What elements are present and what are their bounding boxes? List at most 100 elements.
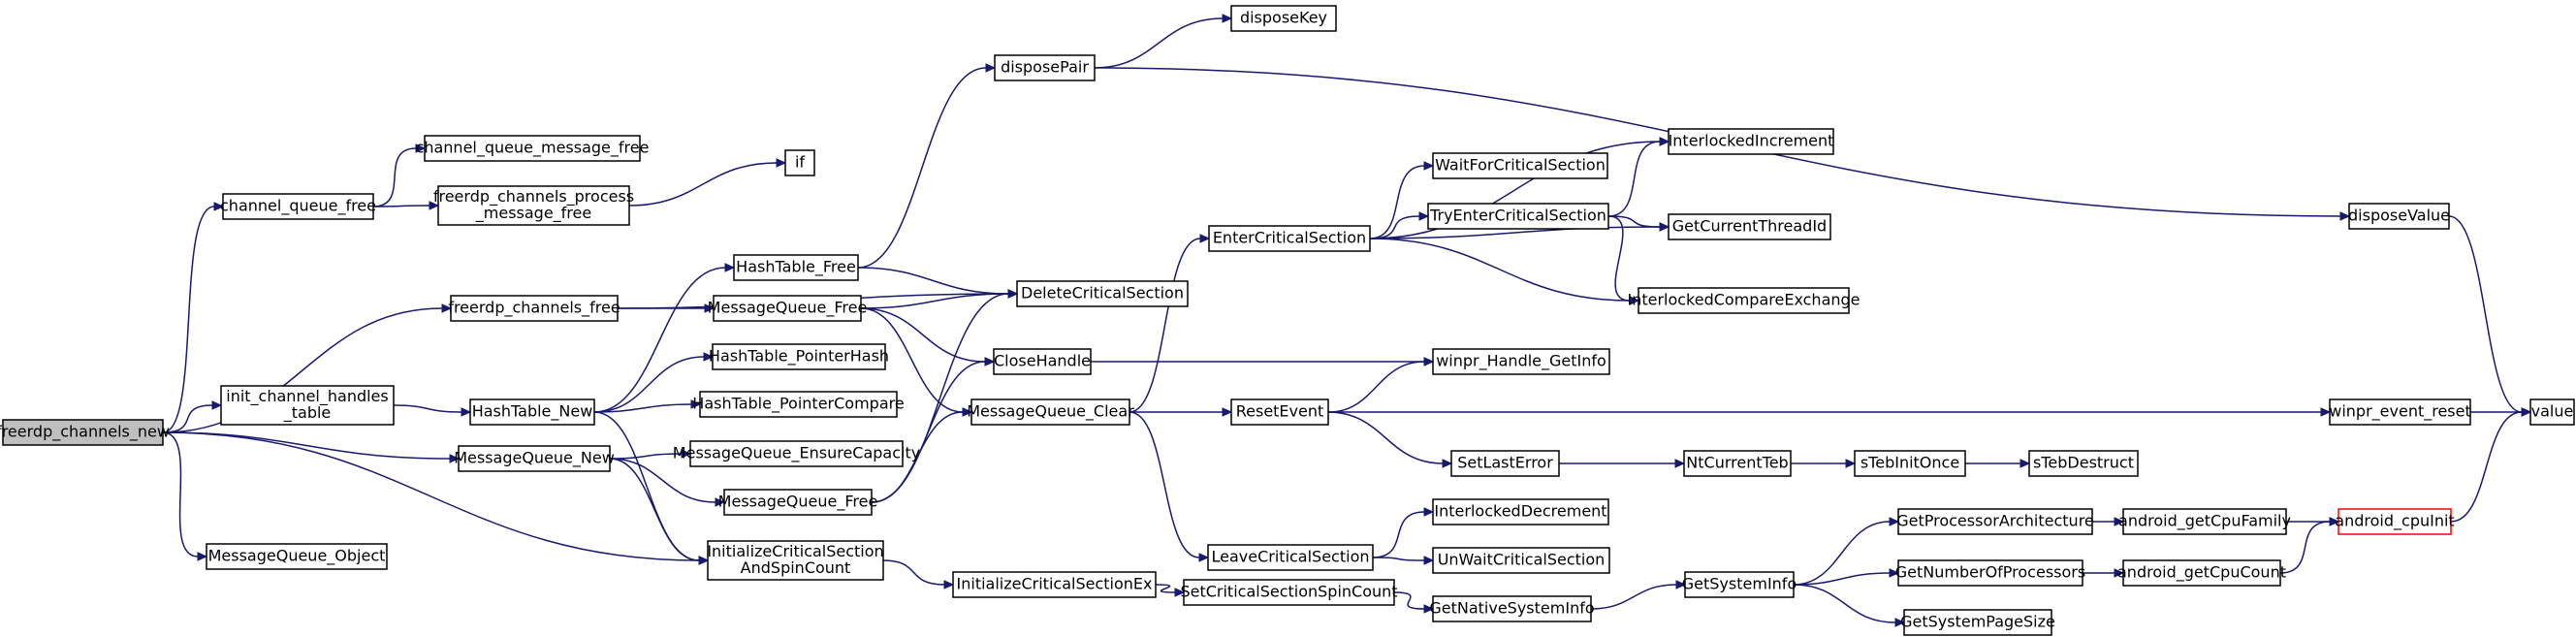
edge-entercriticalsection-to-interlockedcompareexchange (1369, 238, 1640, 305)
node-getsysteminfo[interactable]: GetSystemInfo (1682, 571, 1797, 598)
node-messagequeue-free-b[interactable]: MessageQueue_Free (718, 489, 878, 516)
node-label: AndSpinCount (741, 558, 851, 577)
node-if[interactable]: if (784, 149, 815, 176)
node-interlockedcompareexchange[interactable]: InterlockedCompareExchange (1627, 287, 1860, 314)
node-label: value (2531, 402, 2574, 421)
node-channel-queue-free[interactable]: channel_queue_free (220, 193, 376, 220)
edge-messagequeue-clear-to-resetevent (1129, 407, 1233, 417)
node-resetevent[interactable]: ResetEvent (1230, 398, 1329, 426)
node-box (784, 149, 815, 176)
node-hashtable-new[interactable]: HashTable_New (469, 398, 595, 426)
node-channel-queue-message-free[interactable]: channel_queue_message_free (416, 135, 650, 162)
node-box (712, 343, 886, 370)
edge-hashtable-new-to-hashtable-pointercompare (593, 399, 702, 413)
node-freerdp-channels-process-message-free[interactable]: freerdp_channels_process_message_free (433, 185, 634, 226)
edge-setcriticalsectionspincount-to-getnativesysteminfo (1393, 591, 1435, 614)
edge-getsysteminfo-to-getnumberofprocessors (1793, 568, 1900, 586)
edge-messagequeue-free-b-to-messagequeue-clear (871, 407, 973, 503)
node-freerdp-channels-new[interactable]: freerdp_channels_new (0, 419, 170, 446)
node-android-getcpufamily[interactable]: android_getCpuFamily (2118, 508, 2291, 535)
node-waitforcriticalsection[interactable]: WaitForCriticalSection (1432, 152, 1608, 179)
node-box (1450, 450, 1560, 477)
node-disposekey[interactable]: disposeKey (1230, 5, 1337, 32)
node-deletecriticalsection[interactable]: DeleteCriticalSection (1016, 280, 1189, 307)
node-hashtable-pointercompare[interactable]: HashTable_PointerCompare (692, 391, 905, 418)
node-box (1207, 544, 1374, 571)
node-label: NtCurrentTeb (1686, 454, 1788, 472)
node-disposepair[interactable]: disposePair (994, 54, 1096, 81)
node-box (2348, 203, 2450, 230)
node-stebdestruct[interactable]: sTebDestruct (2028, 450, 2139, 477)
node-box (733, 254, 859, 281)
node-messagequeue-ensurecapacity[interactable]: MessageQueue_EnsureCapacity (673, 440, 920, 467)
node-getcurrentthreadid[interactable]: GetCurrentThreadId (1668, 213, 1831, 240)
edge-getsysteminfo-to-getsystempagesize (1793, 584, 1906, 627)
node-label: GetSystemPageSize (1900, 613, 2055, 631)
node-box (222, 193, 374, 220)
edge-hashtable-new-to-hashtable-pointerhash (593, 352, 715, 413)
node-label: GetCurrentThreadId (1672, 217, 1827, 236)
node-label: HashTable_Free (736, 258, 856, 277)
edge-getnativesysteminfo-to-getsysteminfo (1590, 580, 1687, 610)
node-label: freerdp_channels_free (448, 299, 620, 318)
node-label: _message_free (475, 204, 591, 223)
node-messagequeue-clear[interactable]: MessageQueue_Clear (967, 398, 1134, 426)
node-init-channel-handles-table[interactable]: init_channel_handles_table (220, 385, 395, 426)
node-interlockedincrement[interactable]: InterlockedIncrement (1668, 128, 1834, 155)
node-messagequeue-new[interactable]: MessageQueue_New (454, 445, 615, 472)
node-disposevalue[interactable]: disposeValue (2348, 203, 2450, 230)
node-label: android_cpuInit (2335, 512, 2454, 531)
node-label: winpr_Handle_GetInfo (1436, 352, 1606, 371)
node-setlasterror[interactable]: SetLastError (1450, 450, 1560, 477)
node-ntcurrentteb[interactable]: NtCurrentTeb (1683, 450, 1792, 477)
node-label: if (795, 153, 805, 172)
node-initializecriticalsectionex[interactable]: InitializeCriticalSectionEx (952, 571, 1157, 598)
node-label: disposeKey (1240, 9, 1327, 27)
node-box (1432, 595, 1592, 622)
node-label: MessageQueue_EnsureCapacity (673, 444, 920, 463)
node-interlockeddecrement[interactable]: InterlockedDecrement (1432, 498, 1609, 526)
node-label: disposeValue (2348, 207, 2450, 225)
node-label: freerdp_channels_process (433, 187, 634, 207)
node-box (450, 295, 619, 322)
node-messagequeue-object[interactable]: MessageQueue_Object (206, 543, 388, 570)
node-getnumberofprocessors[interactable]: GetNumberOfProcessors (1895, 559, 2085, 587)
node-label: init_channel_handles (226, 387, 388, 406)
node-leavecriticalsection[interactable]: LeaveCriticalSection (1207, 544, 1374, 571)
edge-ntcurrentteb-to-stebinitonce (1791, 459, 1857, 468)
node-box (723, 489, 873, 516)
node-winpr-handle-getinfo[interactable]: winpr_Handle_GetInfo (1432, 348, 1610, 375)
node-freerdp-channels-free[interactable]: freerdp_channels_free (448, 295, 620, 322)
node-label: freerdp_channels_new (0, 423, 170, 442)
node-entercriticalsection[interactable]: EnterCriticalSection (1208, 225, 1371, 252)
node-android-getcpucount[interactable]: android_getCpuCount (2117, 559, 2286, 587)
edge-entercriticalsection-to-waitforcriticalsection (1369, 161, 1435, 239)
edge-resetevent-to-winpr-handle-getinfo (1327, 357, 1435, 413)
node-getprocessorarchitecture[interactable]: GetProcessorArchitecture (1896, 508, 2094, 535)
edge-freerdp-channels-new-to-freerdp-channels-free (162, 303, 453, 433)
node-box (1230, 5, 1337, 32)
node-getsystempagesize[interactable]: GetSystemPageSize (1900, 609, 2055, 636)
node-hashtable-free[interactable]: HashTable_Free (733, 254, 859, 281)
node-label: MessageQueue_Clear (967, 402, 1134, 422)
node-value[interactable]: value (2529, 398, 2575, 426)
nodes-layer: freerdp_channels_new channel_queue_free ch… (0, 5, 2575, 636)
edge-hashtable-new-to-hashtable-free (593, 263, 736, 413)
node-tryentercriticalsection[interactable]: TryEnterCriticalSection (1427, 203, 1609, 230)
node-messagequeue-free-a[interactable]: MessageQueue_Free (708, 295, 868, 322)
node-stebinitonce[interactable]: sTebInitOnce (1854, 450, 1966, 477)
node-hashtable-pointerhash[interactable]: HashTable_PointerHash (709, 343, 889, 370)
node-setcriticalsectionspincount[interactable]: SetCriticalSectionSpinCount (1180, 579, 1398, 606)
node-getnativesysteminfo[interactable]: GetNativeSystemInfo (1429, 595, 1595, 622)
node-winpr-event-reset[interactable]: winpr_event_reset (2329, 398, 2471, 426)
node-box (1208, 225, 1371, 252)
node-android-cpuinit[interactable]: android_cpuInit (2335, 508, 2455, 535)
node-box (970, 398, 1130, 426)
node-closehandle[interactable]: CloseHandle (993, 348, 1092, 375)
node-unwaitcriticalsection[interactable]: UnWaitCriticalSection (1432, 547, 1610, 574)
edge-hashtable-free-to-deletecriticalsection (857, 267, 1019, 299)
node-box (2122, 508, 2287, 535)
edge-closehandle-to-winpr-handle-getinfo (1091, 357, 1435, 366)
node-label: channel_queue_free (220, 197, 376, 216)
